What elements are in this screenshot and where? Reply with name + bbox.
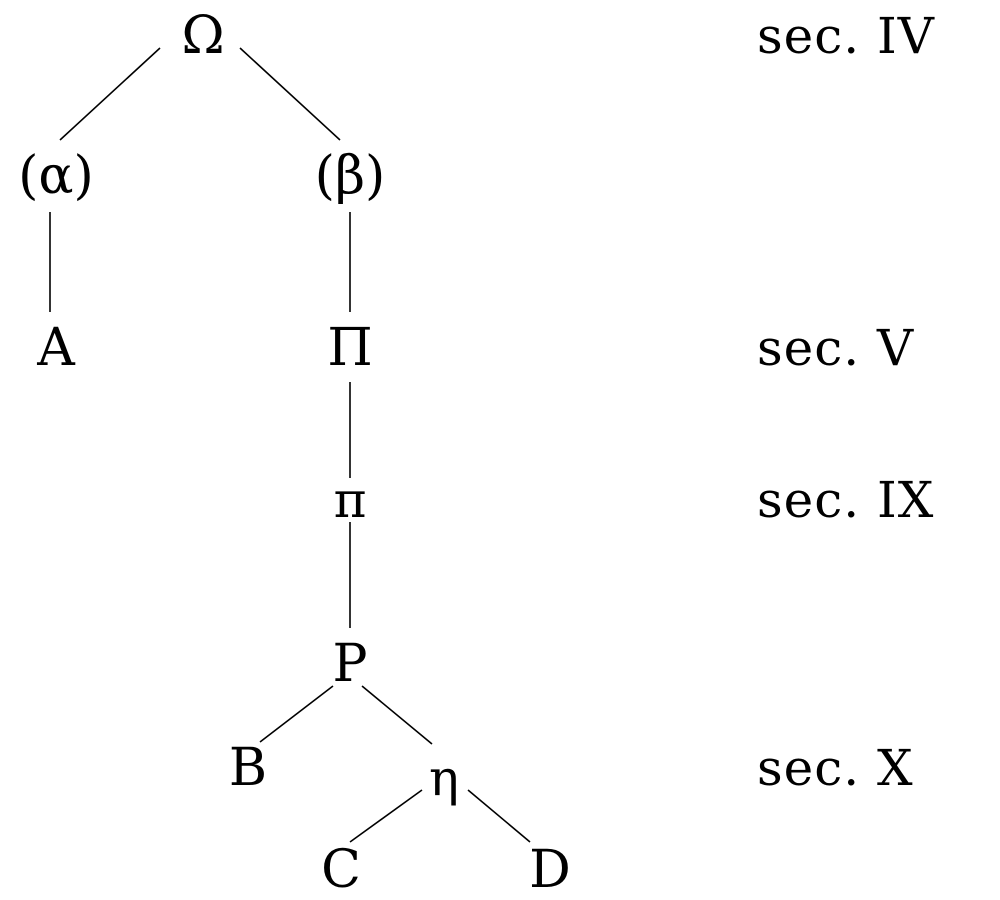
node-Pi: Π [327,318,373,378]
node-omega: Ω [181,6,225,66]
node-B: B [228,738,268,798]
node-beta: (β) [314,146,386,206]
edge-P-eta [361,685,433,745]
century-label-iv: sec. IV [757,7,935,65]
century-label-ix: sec. IX [757,471,935,529]
node-alpha: (α) [18,146,94,206]
node-P: P [332,634,368,694]
node-eta: η [429,749,459,807]
node-C: C [321,840,361,900]
edge-omega-beta [239,47,341,141]
edge-omega-alpha [59,47,161,141]
century-label-x: sec. X [757,739,914,797]
edge-eta-C [349,789,423,843]
edge-P-B [259,685,334,743]
node-pi: π [333,471,367,529]
century-label-v: sec. V [757,319,915,377]
node-A: A [37,318,75,378]
edge-eta-D [467,789,531,843]
node-D: D [529,840,571,900]
